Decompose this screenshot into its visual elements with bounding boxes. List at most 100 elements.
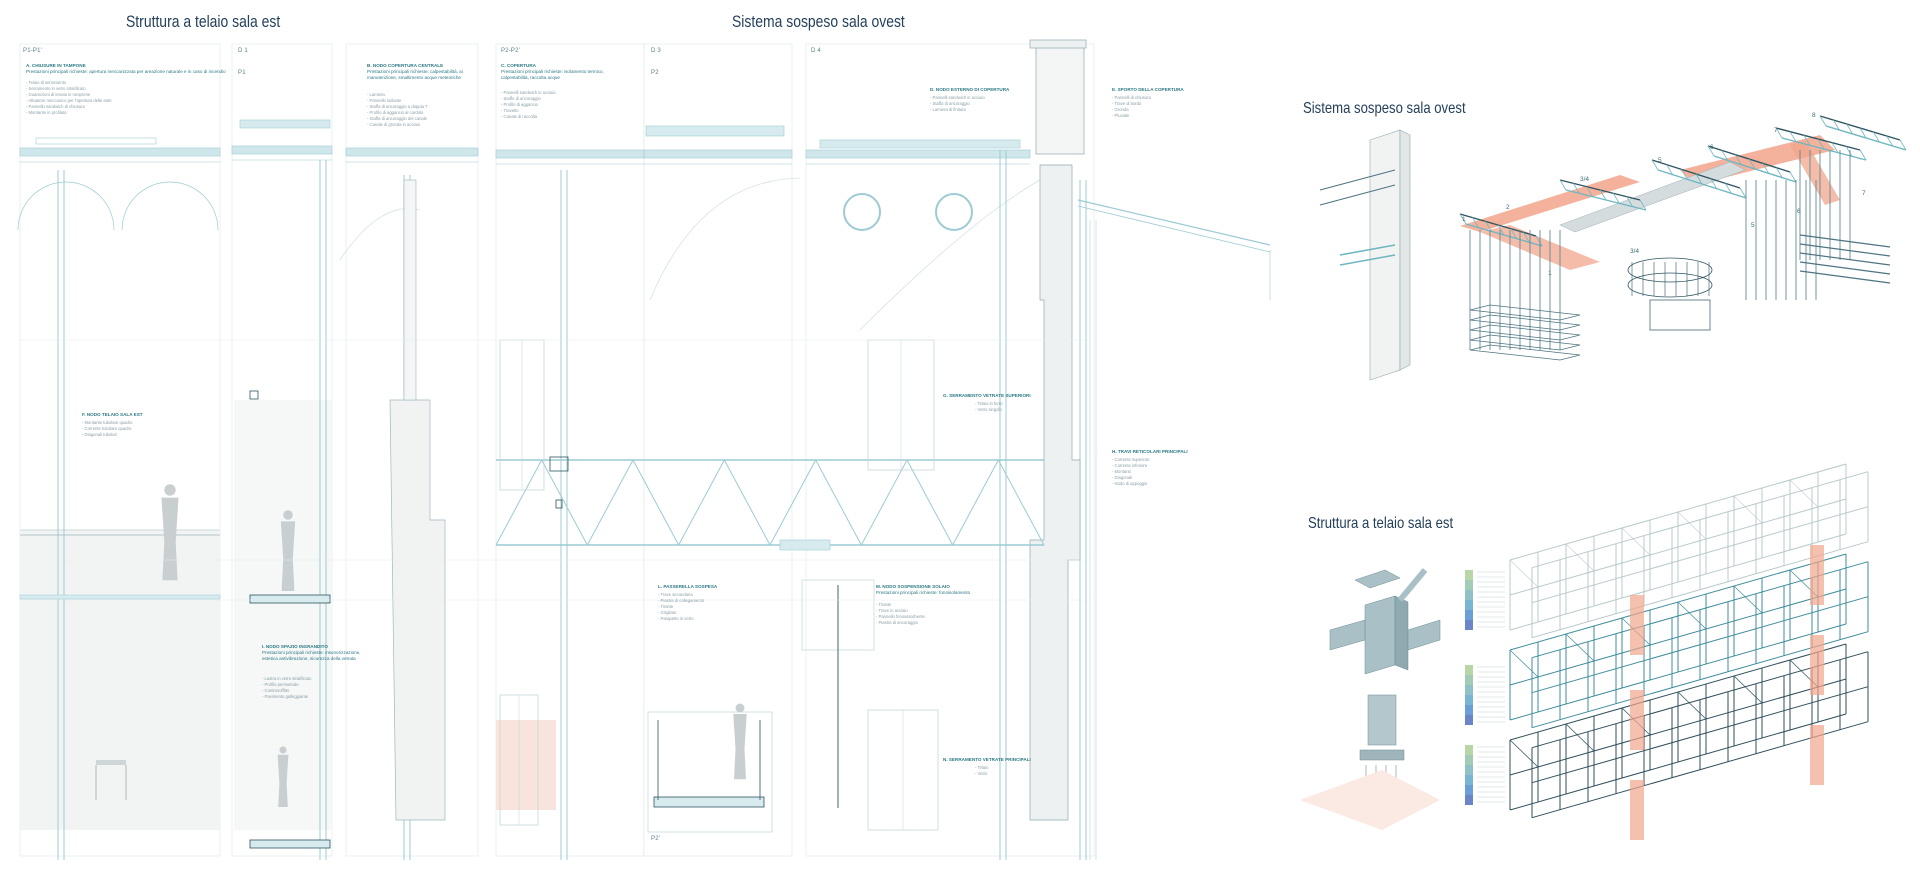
axo-truss bbox=[1651, 159, 1659, 171]
axo-base bbox=[1367, 694, 1397, 746]
chimney-cap bbox=[1029, 39, 1087, 49]
roof-overhang bbox=[1077, 205, 1271, 253]
person-silhouette bbox=[277, 754, 289, 807]
legend-scale bbox=[1465, 785, 1473, 795]
axo-truss bbox=[1572, 183, 1580, 194]
axo-truss bbox=[1586, 186, 1594, 197]
round-window bbox=[843, 193, 881, 231]
arch bbox=[17, 181, 115, 231]
axo-frame-mid bbox=[1509, 588, 1847, 686]
axo-truss bbox=[1639, 199, 1647, 211]
purlin bbox=[35, 137, 157, 145]
legend-scale bbox=[1465, 705, 1473, 715]
axo-west-title: Sistema sospeso sala ovest bbox=[1303, 100, 1466, 117]
section-label: P1 bbox=[238, 70, 246, 76]
axo-frame bbox=[1799, 234, 1891, 248]
legend-scale bbox=[1465, 695, 1473, 705]
axo-frame-top bbox=[1509, 533, 1847, 631]
axo-truss bbox=[1859, 149, 1867, 161]
person-silhouette bbox=[279, 746, 287, 754]
axo-cylinder bbox=[1627, 257, 1713, 283]
chair bbox=[96, 760, 126, 765]
axo-truss bbox=[1832, 119, 1840, 131]
roof-beam bbox=[805, 149, 1031, 159]
axo-number: 6 bbox=[1710, 144, 1714, 151]
axo-walkway bbox=[1790, 140, 1840, 205]
truss bbox=[952, 459, 999, 546]
legend-scale bbox=[1465, 665, 1473, 675]
floor-slab bbox=[249, 594, 331, 604]
axo-orange-column bbox=[1810, 725, 1824, 785]
axo-truss bbox=[1789, 131, 1797, 142]
axo-truss bbox=[1599, 189, 1607, 201]
axo-orange-column bbox=[1810, 635, 1824, 695]
axo-number: 5 bbox=[1658, 157, 1662, 164]
round-window bbox=[935, 193, 973, 231]
axo-truss bbox=[1845, 146, 1853, 157]
axo-frame-mid bbox=[1509, 649, 1539, 678]
axo-number: 8 bbox=[1812, 112, 1816, 119]
axo-truss bbox=[1748, 158, 1756, 170]
section-label: P2' bbox=[651, 836, 661, 842]
axo-frame bbox=[1469, 344, 1581, 361]
truss bbox=[815, 459, 862, 546]
axo-frame-top bbox=[1733, 495, 1763, 524]
legend-scale bbox=[1465, 765, 1473, 775]
axo-frame-bottom bbox=[1509, 739, 1539, 768]
axo-truss bbox=[1710, 178, 1718, 189]
truss bbox=[997, 459, 1045, 546]
axo-truss bbox=[1846, 123, 1854, 135]
axo-frame-mid bbox=[1677, 601, 1707, 630]
axo-frame bbox=[1469, 304, 1581, 321]
axo-frame-mid bbox=[1565, 633, 1595, 662]
truss-bearing bbox=[779, 539, 831, 551]
axo-base-pad bbox=[1300, 770, 1440, 830]
roof-beam bbox=[643, 149, 793, 159]
roof-beam bbox=[231, 145, 333, 155]
section-label: P1-P1' bbox=[23, 48, 43, 54]
purlin bbox=[645, 125, 785, 137]
purlin bbox=[819, 139, 1021, 149]
axo-frame bbox=[1799, 261, 1891, 275]
axo-truss bbox=[1724, 183, 1732, 194]
truss bbox=[495, 459, 543, 546]
legend-scale bbox=[1465, 745, 1473, 755]
axo-truss bbox=[1775, 127, 1783, 139]
legend-scale bbox=[1465, 715, 1473, 725]
axo-frame-bottom bbox=[1531, 686, 1869, 784]
arch bbox=[121, 181, 219, 231]
glazing-zone bbox=[20, 530, 220, 830]
axo-frame bbox=[1469, 334, 1581, 351]
axo-frame-top bbox=[1509, 559, 1539, 588]
axo-node bbox=[1394, 595, 1409, 671]
section-label: P2 bbox=[651, 70, 659, 76]
axo-truss bbox=[1522, 232, 1530, 243]
axo-frame-mid bbox=[1509, 623, 1847, 721]
axo-frame-bottom bbox=[1565, 723, 1595, 752]
legend-scale bbox=[1465, 580, 1473, 590]
axo-frame-top bbox=[1509, 498, 1847, 596]
axo-truss bbox=[1721, 150, 1729, 161]
person-silhouette bbox=[280, 521, 296, 591]
axo-node bbox=[1407, 619, 1441, 651]
axo-orange-column bbox=[1630, 780, 1644, 840]
axo-truss bbox=[1859, 127, 1867, 139]
person-silhouette bbox=[735, 703, 745, 713]
axo-truss bbox=[1739, 187, 1747, 199]
axo-frame-top bbox=[1621, 527, 1651, 556]
roof-beam bbox=[345, 147, 479, 157]
axo-frame-top bbox=[1531, 506, 1869, 604]
axo-truss bbox=[1626, 196, 1634, 207]
axo-frame bbox=[1799, 270, 1891, 284]
truss bbox=[632, 459, 680, 546]
axo-frame-top bbox=[1531, 471, 1869, 569]
legend-scale bbox=[1465, 590, 1473, 600]
axo-frame-bottom bbox=[1509, 713, 1847, 811]
arch bbox=[859, 179, 1041, 331]
axo-orange-column bbox=[1630, 595, 1644, 655]
axo-wall bbox=[1369, 129, 1401, 381]
node-square bbox=[555, 499, 563, 509]
axo-east-title: Struttura a telaio sala est bbox=[1308, 515, 1454, 532]
roof-beam bbox=[19, 147, 221, 157]
axo-number: 6 bbox=[1797, 208, 1801, 215]
